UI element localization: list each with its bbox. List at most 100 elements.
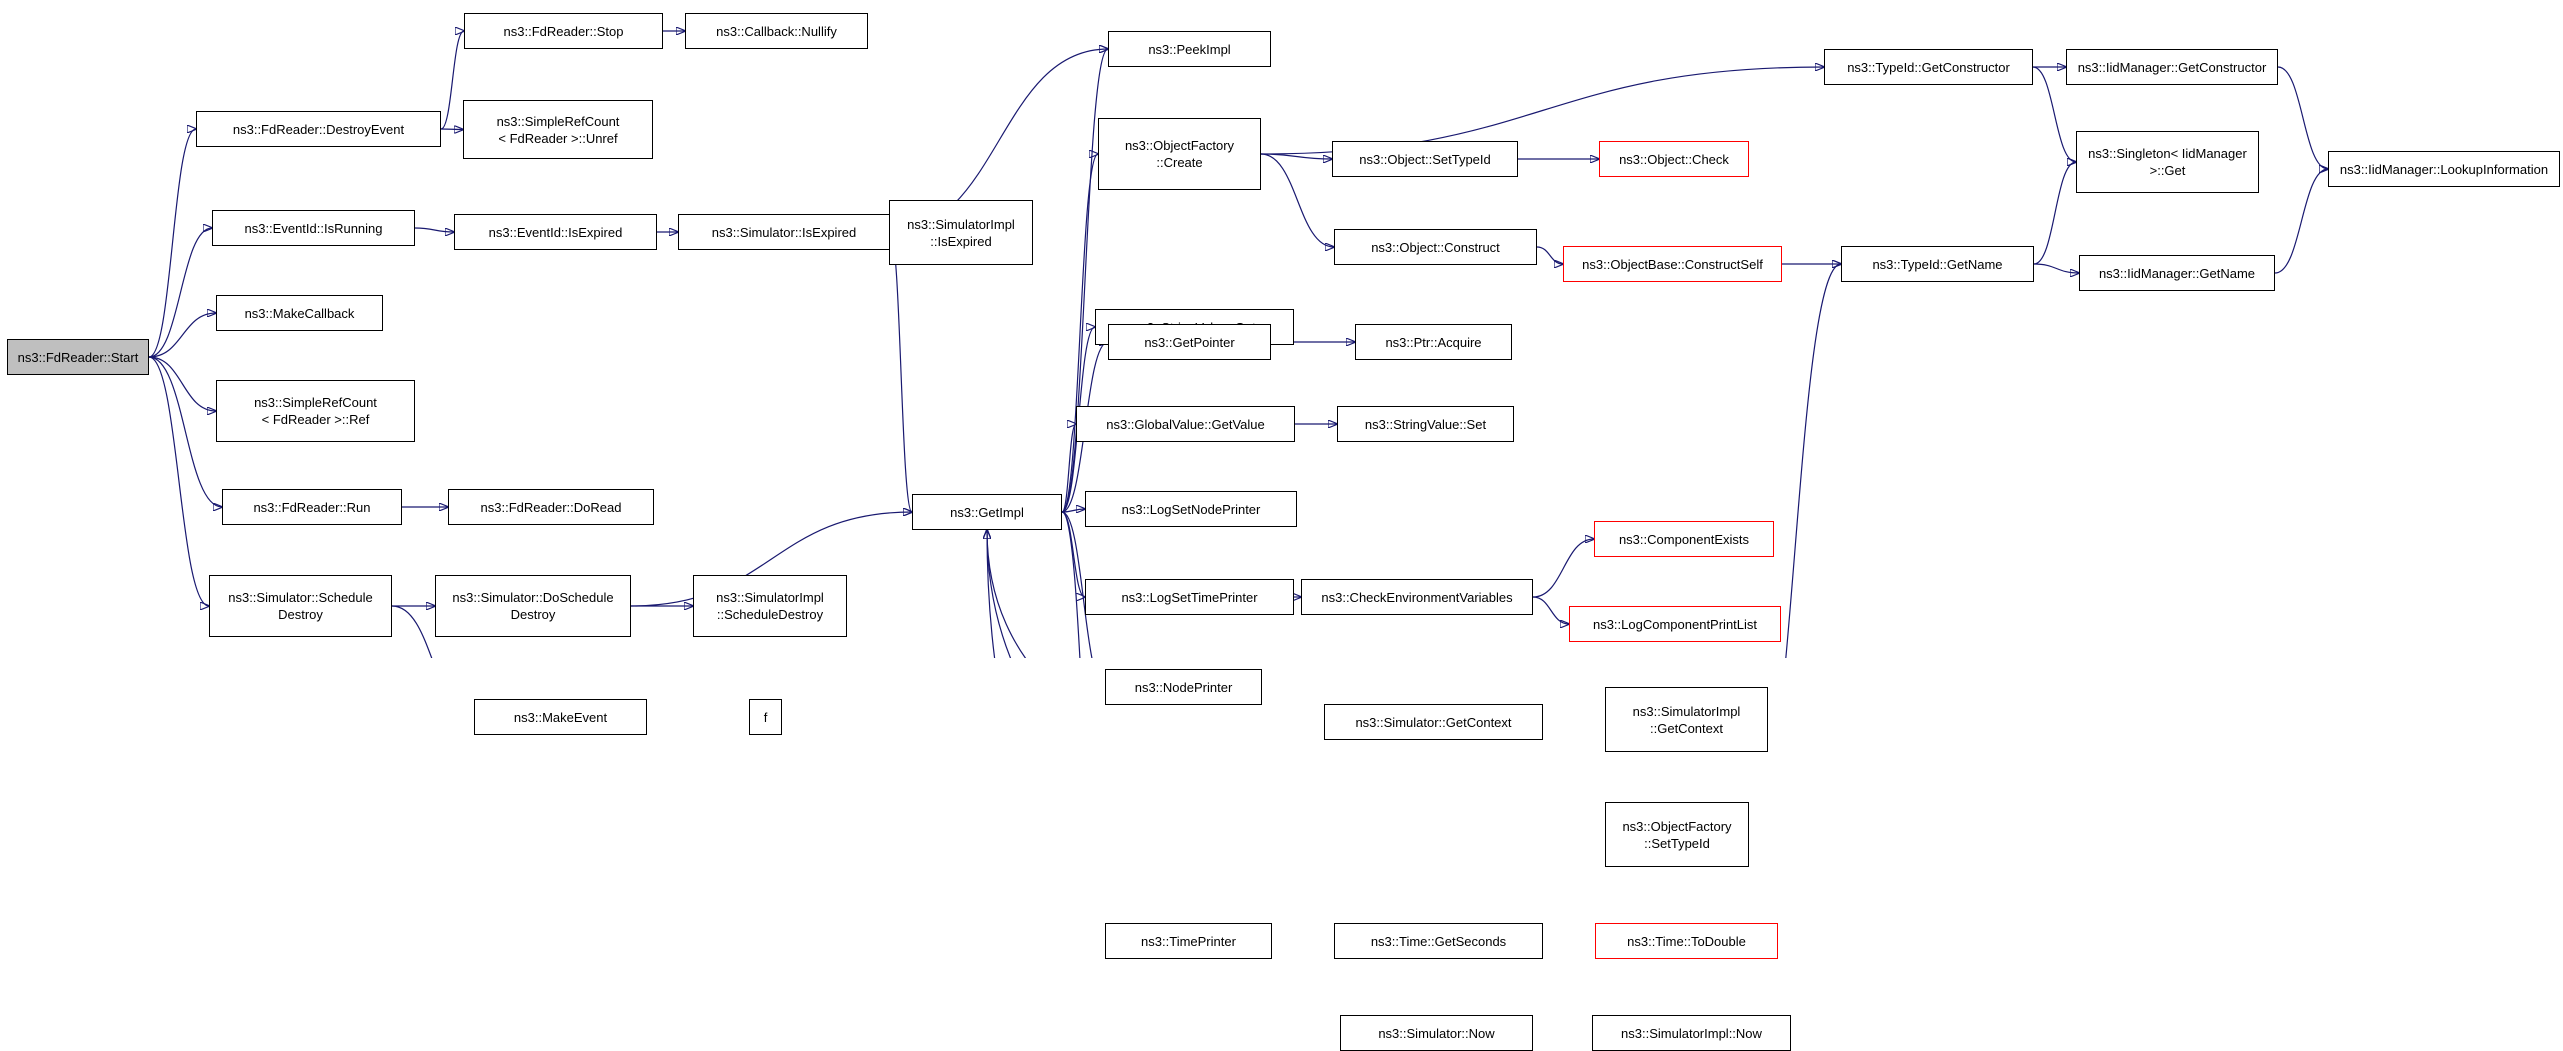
function-node-label: ns3::FdReader::Run: [253, 499, 371, 515]
function-node-label: ns3::StringValue::Set: [1364, 416, 1487, 432]
function-node-n18[interactable]: f: [749, 699, 782, 735]
call-edge: [1061, 511, 1081, 658]
function-node-label: ns3::LogSetTimePrinter: [1121, 589, 1258, 605]
call-edge: [440, 129, 463, 130]
function-node-label: ns3::MakeEvent: [513, 709, 608, 725]
function-node-label: ::Create: [1156, 155, 1203, 170]
function-node-n3[interactable]: ns3::FdReader::Stop: [464, 13, 663, 49]
function-node-n44[interactable]: ns3::SimulatorImpl::Now: [1592, 1015, 1791, 1051]
function-node-n31[interactable]: ns3::Ptr::Acquire: [1355, 324, 1512, 360]
function-node-label: ::ScheduleDestroy: [716, 607, 824, 622]
function-node-n11[interactable]: ns3::SimpleRefCount< FdReader >::Ref: [216, 380, 415, 442]
function-node-n6[interactable]: ns3::EventId::IsRunning: [212, 210, 415, 246]
function-node-n5[interactable]: ns3::SimpleRefCount< FdReader >::Unref: [463, 100, 653, 159]
function-node-n21[interactable]: ns3::ObjectFactory::Create: [1098, 118, 1261, 190]
function-node-label: ns3::Simulator::IsExpired: [711, 224, 857, 240]
function-node-n20[interactable]: ns3::PeekImpl: [1108, 31, 1271, 67]
function-node-n13[interactable]: ns3::FdReader::DoRead: [448, 489, 654, 525]
call-edge: [889, 231, 912, 512]
function-node-label: ns3::Callback::Nullify: [716, 23, 837, 39]
function-node-n2[interactable]: ns3::FdReader::DestroyEvent: [196, 111, 441, 147]
function-node-label: ns3::GlobalValue::GetValue: [1106, 416, 1265, 432]
function-node-label: ns3::MakeCallback: [244, 305, 355, 321]
function-node-label: ns3::SimulatorImpl: [907, 216, 1015, 232]
function-node-label: ns3::Time::GetSeconds: [1370, 933, 1507, 949]
function-node-label: ns3::EventId::IsRunning: [244, 220, 383, 236]
call-graph-canvas: ns3::FdReader::Start ns3::FdReader::Destr…: [7, 13, 2560, 1051]
function-node-label: ::SetTypeId: [1644, 835, 1710, 851]
call-edge: [391, 605, 433, 658]
call-edge: [1532, 539, 1594, 598]
function-node-n41[interactable]: ns3::SimulatorImpl::GetContext: [1605, 687, 1768, 752]
function-node-n8[interactable]: ns3::Simulator::IsExpired: [678, 214, 890, 250]
function-node-n33[interactable]: ns3::CheckEnvironmentVariables: [1301, 579, 1533, 615]
function-node-n25[interactable]: ns3::LogSetNodePrinter: [1085, 491, 1297, 527]
function-node-n23[interactable]: ns3::GetPointer: [1108, 324, 1271, 360]
function-node-label: ns3::IidManager::LookupInformation: [2339, 161, 2549, 177]
function-node-label: ns3::TimePrinter: [1141, 933, 1236, 949]
function-node-n40[interactable]: ns3::LogComponentPrintList: [1569, 606, 1781, 642]
call-edge: [148, 228, 212, 358]
call-edge: [148, 356, 222, 507]
function-node-n17[interactable]: ns3::MakeEvent: [474, 699, 647, 735]
function-node-n39[interactable]: ns3::ComponentExists: [1594, 521, 1774, 557]
call-edge: [148, 356, 216, 411]
function-node-label: ::IsExpired: [930, 233, 992, 249]
function-node-n28[interactable]: ns3::TimePrinter: [1105, 923, 1272, 959]
function-node-n47[interactable]: ns3::IidManager::GetConstructor: [2066, 49, 2278, 85]
function-node-n48[interactable]: ns3::Singleton< IidManager>::Get: [2076, 131, 2259, 193]
function-node-n49[interactable]: ns3::IidManager::GetName: [2079, 255, 2275, 291]
function-node-label: ns3::SimulatorImpl: [716, 590, 824, 605]
call-edge: [1061, 424, 1076, 513]
function-node-label: ::GetContext: [1650, 720, 1723, 736]
function-node-n45[interactable]: ns3::TypeId::GetConstructor: [1824, 49, 2033, 85]
call-edge: [1061, 511, 1093, 658]
function-node-label: ns3::ComponentExists: [1618, 531, 1750, 547]
function-node-n30[interactable]: ns3::Object::Construct: [1334, 229, 1537, 265]
function-node-label: ns3::FdReader::DoRead: [480, 499, 622, 515]
function-node-n46[interactable]: ns3::TypeId::GetName: [1841, 246, 2034, 282]
function-node-label: ns3::Simulator::DoSchedule: [452, 590, 614, 605]
function-node-label: ns3::Simulator::Now: [1378, 1025, 1495, 1041]
function-node-label: Destroy: [278, 607, 323, 622]
function-node-label: ns3::FdReader::Stop: [503, 23, 624, 39]
function-node-n34[interactable]: ns3::Simulator::GetContext: [1324, 704, 1543, 740]
function-node-label: ns3::TypeId::GetName: [1872, 256, 2003, 272]
function-node-n16[interactable]: ns3::SimulatorImpl::ScheduleDestroy: [693, 575, 847, 637]
function-node-label: ns3::ObjectFactory: [1124, 138, 1235, 153]
function-node-n50[interactable]: ns3::IidManager::LookupInformation: [2328, 151, 2560, 187]
function-node-n26[interactable]: ns3::LogSetTimePrinter: [1085, 579, 1294, 615]
function-node-label: ns3::CheckEnvironmentVariables: [1321, 589, 1513, 605]
function-node-n19[interactable]: ns3::GetImpl: [912, 494, 1062, 530]
function-node-n37[interactable]: ns3::Object::Check: [1599, 141, 1749, 177]
function-node-n10[interactable]: ns3::MakeCallback: [216, 295, 383, 331]
function-node-n42[interactable]: ns3::ObjectFactory::SetTypeId: [1605, 802, 1749, 867]
function-node-n1[interactable]: ns3::FdReader::Start: [7, 339, 149, 375]
function-node-label: ns3::Ptr::Acquire: [1385, 334, 1482, 350]
function-node-n43[interactable]: ns3::Time::ToDouble: [1595, 923, 1778, 959]
function-node-n36[interactable]: ns3::Simulator::Now: [1340, 1015, 1533, 1051]
function-node-n24[interactable]: ns3::GlobalValue::GetValue: [1076, 406, 1295, 442]
function-node-label: ns3::PeekImpl: [1148, 41, 1231, 57]
function-node-n9[interactable]: ns3::SimulatorImpl::IsExpired: [889, 200, 1033, 265]
call-edge: [148, 313, 216, 358]
function-node-n7[interactable]: ns3::EventId::IsExpired: [454, 214, 657, 250]
function-node-label: ns3::LogComponentPrintList: [1592, 616, 1758, 632]
function-node-label: ns3::Simulator::Schedule: [228, 590, 373, 605]
function-node-n35[interactable]: ns3::Time::GetSeconds: [1334, 923, 1543, 959]
function-node-n27[interactable]: ns3::NodePrinter: [1105, 669, 1262, 705]
function-node-label: ns3::IidManager::GetName: [2098, 265, 2256, 281]
function-node-n4[interactable]: ns3::Callback::Nullify: [685, 13, 868, 49]
function-node-n12[interactable]: ns3::FdReader::Run: [222, 489, 402, 525]
function-node-n32[interactable]: ns3::StringValue::Set: [1337, 406, 1514, 442]
function-node-label: ns3::Time::ToDouble: [1627, 933, 1746, 949]
call-edge: [148, 129, 196, 358]
function-node-label: ns3::ObjectFactory: [1622, 818, 1732, 834]
function-node-label: ns3::TypeId::GetConstructor: [1847, 59, 2010, 75]
function-node-n38[interactable]: ns3::ObjectBase::ConstructSelf: [1563, 246, 1782, 282]
call-edge: [148, 356, 209, 606]
function-node-n29[interactable]: ns3::Object::SetTypeId: [1332, 141, 1518, 177]
function-node-label: ns3::Object::Construct: [1371, 239, 1500, 255]
